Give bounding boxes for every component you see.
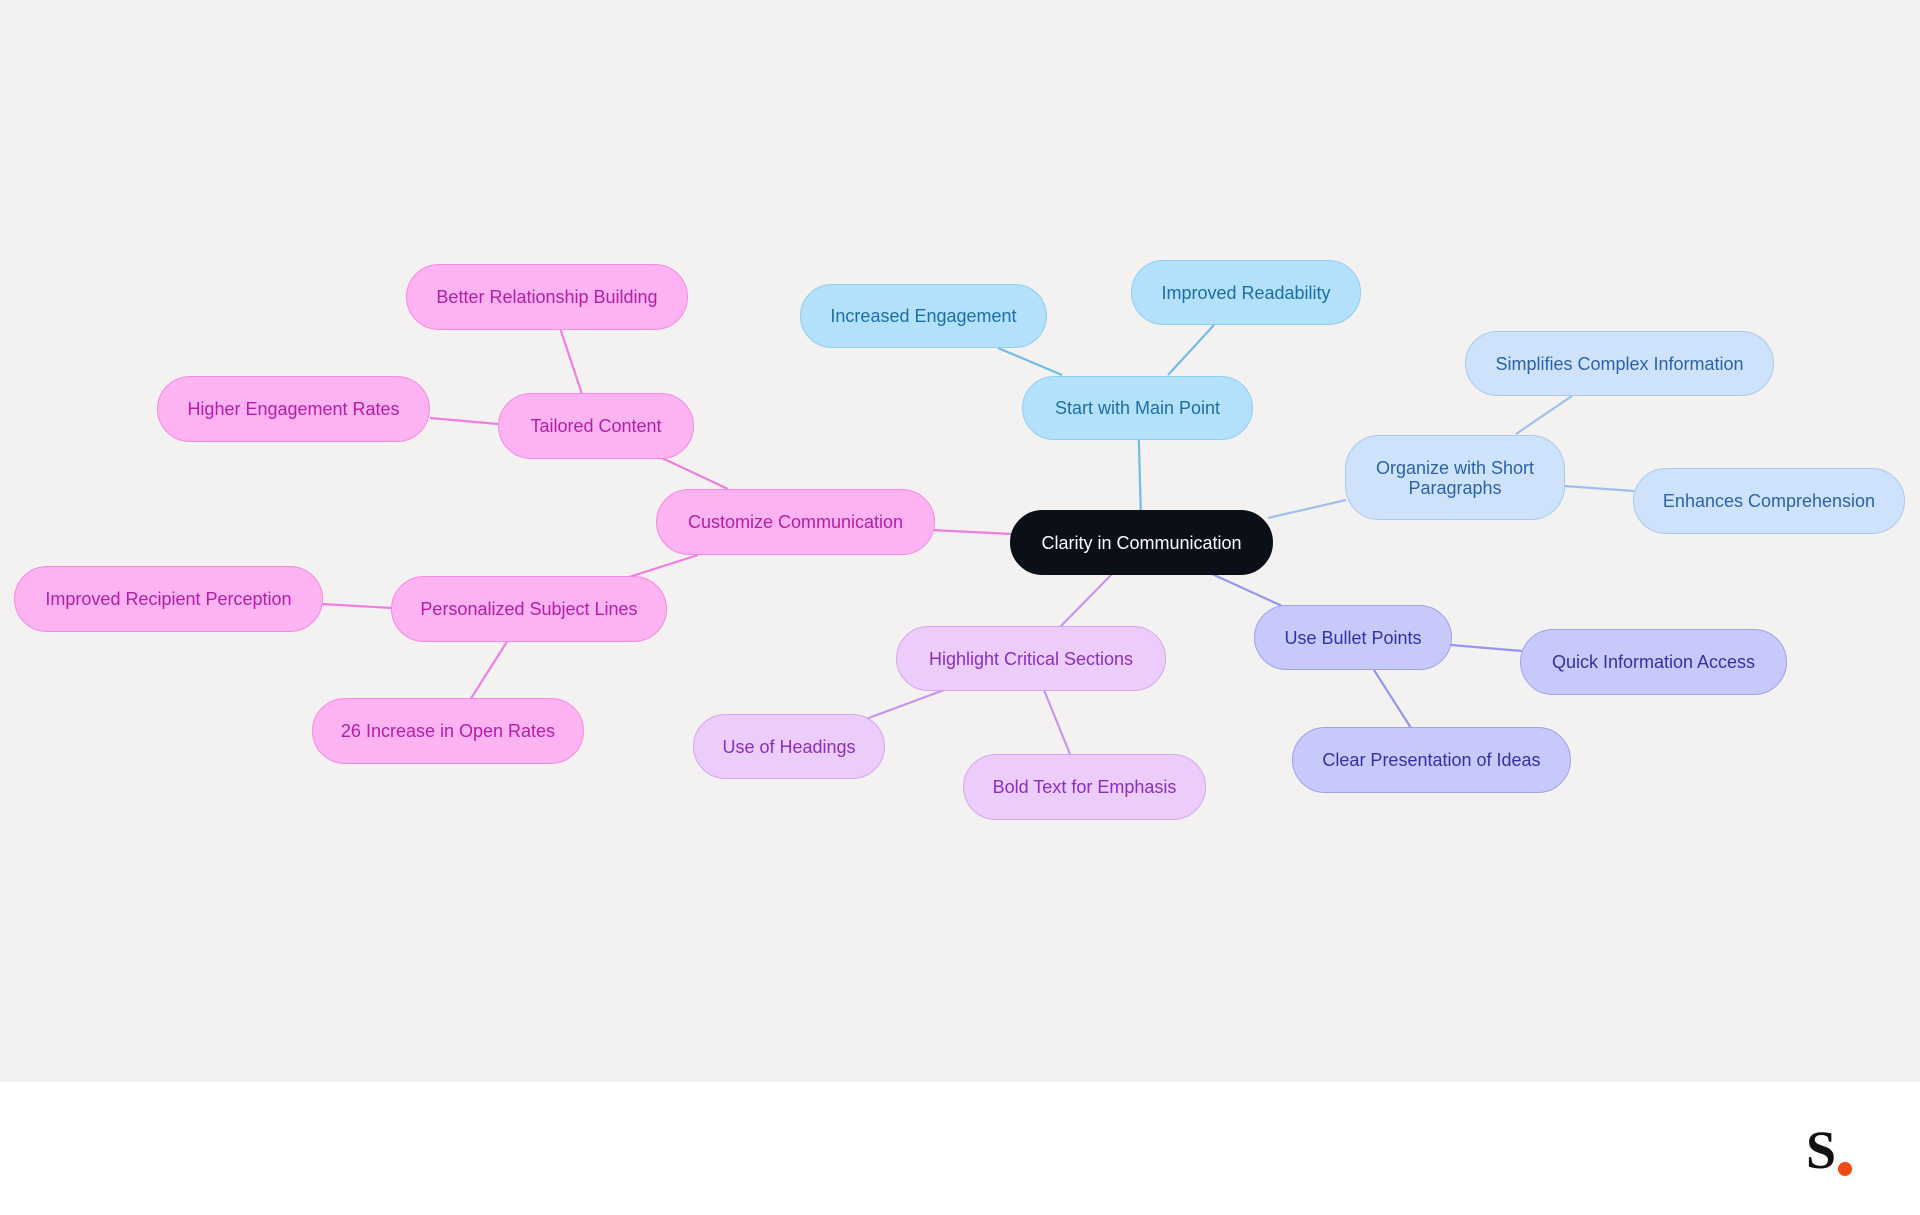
branch-node-short-paragraphs[interactable]: Organize with Short Paragraphs — [1345, 435, 1565, 520]
edge-paragraphs-comprehension — [1563, 484, 1635, 493]
leaf-node-better-relationship[interactable]: Better Relationship Building — [406, 264, 688, 330]
edge-main-point-readability — [1167, 324, 1215, 376]
edge-bullets-clear-presentation — [1373, 669, 1412, 729]
branch-node-bullet-points[interactable]: Use Bullet Points — [1254, 605, 1452, 670]
branch-node-main-point[interactable]: Start with Main Point — [1022, 376, 1253, 440]
edge-center-short-paragraphs — [1267, 498, 1347, 520]
branch-node-customize[interactable]: Customize Communication — [656, 489, 935, 555]
edge-center-critical-sections — [1059, 573, 1113, 628]
edge-tailored-relationship — [558, 327, 584, 395]
logo-dot — [1838, 1162, 1852, 1176]
edge-center-bullet-points — [1211, 572, 1283, 608]
edge-paragraphs-simplifies — [1515, 395, 1573, 435]
edge-personalized-perception — [321, 602, 393, 610]
sub-branch-node-personalized-subject[interactable]: Personalized Subject Lines — [391, 576, 667, 642]
edge-critical-headings — [865, 688, 945, 721]
mindmap-connectors — [321, 324, 1635, 755]
leaf-node-enhances-comprehension[interactable]: Enhances Comprehension — [1633, 468, 1905, 534]
edge-bullets-quick-access — [1450, 643, 1523, 653]
leaf-node-increased-engagement[interactable]: Increased Engagement — [800, 284, 1047, 348]
edge-personalized-open-rates — [469, 639, 509, 701]
leaf-node-use-of-headings[interactable]: Use of Headings — [693, 714, 885, 779]
footer-bar — [0, 1082, 1920, 1215]
edge-center-customize — [931, 528, 1013, 536]
leaf-node-quick-access[interactable]: Quick Information Access — [1520, 629, 1787, 695]
sub-branch-node-tailored-content[interactable]: Tailored Content — [498, 393, 694, 459]
leaf-node-open-rates[interactable]: 26 Increase in Open Rates — [312, 698, 584, 764]
center-node[interactable]: Clarity in Communication — [1010, 510, 1273, 575]
leaf-node-clear-presentation[interactable]: Clear Presentation of Ideas — [1292, 727, 1571, 793]
edge-critical-bold — [1042, 689, 1072, 755]
edge-customize-tailored — [661, 457, 729, 490]
edge-main-point-engagement — [997, 346, 1063, 377]
leaf-node-simplifies-complex[interactable]: Simplifies Complex Information — [1465, 331, 1774, 396]
leaf-node-higher-engagement-rates[interactable]: Higher Engagement Rates — [157, 376, 430, 442]
leaf-node-improved-readability[interactable]: Improved Readability — [1131, 260, 1361, 325]
brand-logo-icon: S — [1806, 1120, 1866, 1180]
leaf-node-recipient-perception[interactable]: Improved Recipient Perception — [14, 566, 323, 632]
mindmap-canvas: Clarity in Communication Start with Main… — [0, 0, 1920, 1082]
edge-tailored-engagement-rates — [429, 416, 499, 426]
edge-customize-personalized — [625, 553, 699, 580]
branch-node-critical-sections[interactable]: Highlight Critical Sections — [896, 626, 1166, 691]
logo-letter: S — [1806, 1120, 1837, 1180]
leaf-node-bold-text[interactable]: Bold Text for Emphasis — [963, 754, 1206, 820]
